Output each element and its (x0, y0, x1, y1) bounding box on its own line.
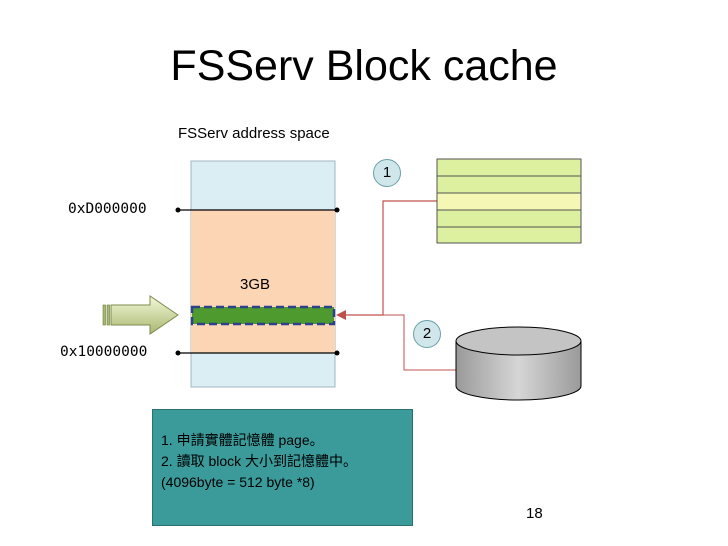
address-space-label: FSServ address space (178, 125, 330, 142)
cache-size-label: 3GB (240, 276, 271, 293)
red-arrowhead (336, 310, 346, 320)
disk-cylinder (455, 326, 582, 401)
red-disk-connector (383, 314, 456, 371)
bottom-boundary-left-dot (175, 350, 181, 356)
address-top-label: 0xD000000 (68, 201, 147, 217)
incoming-arrow (102, 295, 179, 335)
red-connector (343, 200, 437, 316)
page-table (436, 158, 582, 244)
cached-block (192, 307, 334, 324)
bottom-boundary-right-dot (334, 350, 340, 356)
page-number: 18 (526, 505, 543, 522)
cached-block-outline (190, 305, 336, 326)
note-line-3: (4096byte = 512 byte *8) (161, 474, 315, 490)
step-marker-1: 1 (373, 159, 401, 187)
top-boundary-left-dot (175, 207, 181, 213)
cache-region (191, 210, 335, 353)
note-line-1: 1. 申請實體記憶體 page。 (161, 432, 324, 448)
address-bottom-label: 0x10000000 (60, 344, 148, 360)
note-box: 1. 申請實體記憶體 page。 2. 讀取 block 大小到記憶體中。 (4… (152, 409, 413, 526)
slide-title: FSServ Block cache (170, 42, 558, 90)
note-line-2: 2. 讀取 block 大小到記憶體中。 (161, 453, 358, 469)
step-marker-2: 2 (413, 320, 441, 348)
top-boundary-right-dot (334, 207, 340, 213)
